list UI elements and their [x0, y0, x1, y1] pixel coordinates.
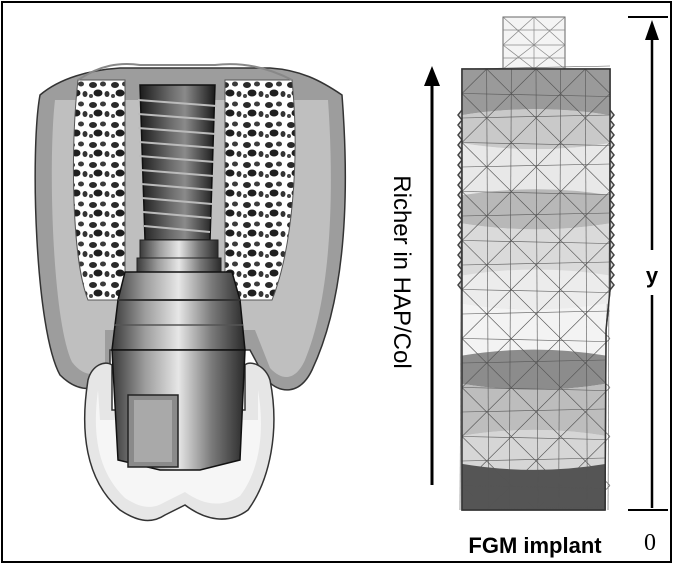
fgm-mesh-body [458, 17, 614, 510]
y-axis-origin-label: 0 [644, 530, 656, 556]
y-axis-label: y [646, 263, 659, 288]
gradient-arrow-label: Richer in HAP/Col [388, 175, 415, 368]
implant-illustration [35, 64, 345, 520]
fgm-band [462, 269, 610, 309]
fgm-diagram: Richer in HAP/Col y 0 FGM implant [388, 17, 668, 558]
abutment [112, 272, 245, 350]
fgm-band [462, 189, 610, 229]
y-axis-arrow-head [645, 20, 659, 40]
bone-trabecular [73, 80, 125, 300]
fgm-band [462, 350, 606, 390]
gradient-arrow-head [424, 66, 440, 86]
fgm-caption: FGM implant [468, 533, 602, 558]
